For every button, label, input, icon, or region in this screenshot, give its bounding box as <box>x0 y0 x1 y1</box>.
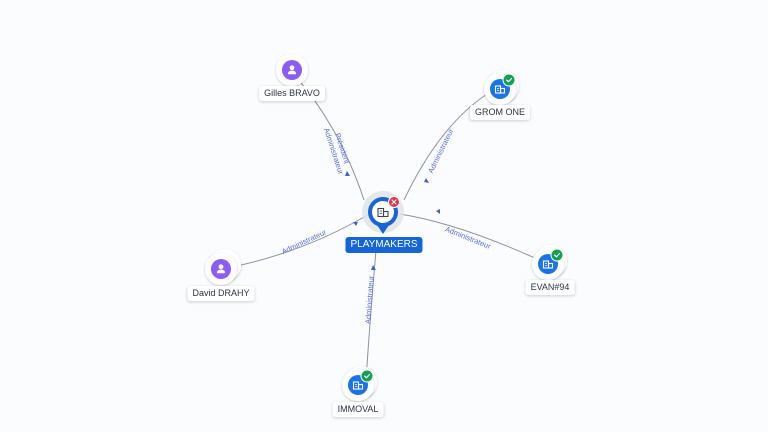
edge-grom <box>403 87 498 201</box>
verified-badge <box>360 369 374 383</box>
node-label-immoval: IMMOVAL <box>332 402 384 417</box>
close-icon <box>391 199 397 205</box>
edge-label-immoval: Administrateur <box>363 275 375 324</box>
node-label-gilles: Gilles BRAVO <box>259 86 325 101</box>
arrow-immoval <box>371 265 376 270</box>
center-label[interactable]: PLAYMAKERS <box>345 237 423 253</box>
arrow-david <box>353 222 358 226</box>
arrow-evan <box>436 209 440 214</box>
edge-immoval <box>365 249 377 381</box>
node-grom[interactable] <box>484 70 519 105</box>
verified-badge <box>502 73 516 87</box>
edge-arrows <box>345 171 440 270</box>
node-label-evan: EVAN#94 <box>525 280 575 295</box>
center-node[interactable] <box>362 191 404 234</box>
node-david[interactable] <box>205 249 241 285</box>
building-icon <box>377 207 389 218</box>
verified-badge <box>550 248 564 262</box>
node-label-david: David DRAHY <box>187 286 255 301</box>
arrow-grom <box>424 178 429 183</box>
node-immoval[interactable] <box>342 366 377 401</box>
alert-badge <box>388 196 400 208</box>
node-gilles[interactable] <box>276 54 308 86</box>
node-evan[interactable] <box>532 245 567 280</box>
node-label-grom: GROM ONE <box>469 105 531 120</box>
edge-label-grom: Administrateur <box>426 127 456 175</box>
edge-evan <box>399 213 549 265</box>
edge-label-david: Administrateur <box>280 227 328 256</box>
arrow-gilles <box>345 171 350 176</box>
